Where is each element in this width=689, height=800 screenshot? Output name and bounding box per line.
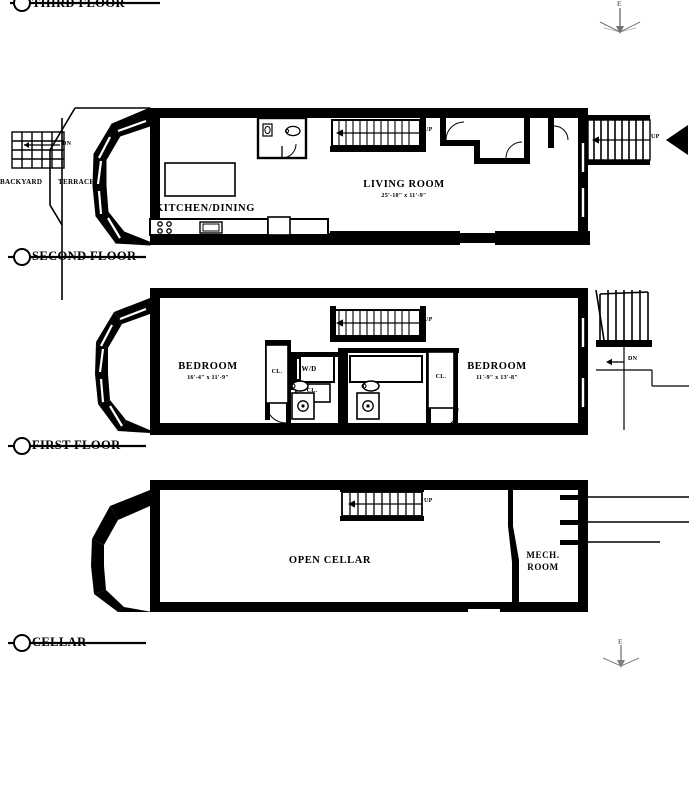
annotation-terrace: TERRACE [58, 178, 95, 186]
compass-top-letter: E [617, 0, 622, 8]
bathtub-right [349, 355, 423, 383]
sink-right [361, 380, 380, 392]
room-dim-living-room: 25'-10" x 11'-9" [381, 192, 427, 199]
room-label-mech-room: MECH.ROOM [526, 549, 559, 573]
second-floor-hall-partitions [440, 118, 554, 164]
dining-table [164, 162, 236, 197]
cellar-plan [91, 480, 689, 612]
entrance-marker [666, 125, 688, 155]
cellar-marker-circle [13, 634, 31, 652]
room-label-kitchen-dining: KITCHEN/DINING [155, 203, 255, 214]
compass-top [599, 8, 641, 34]
second-floor-door-swings [445, 121, 569, 159]
closet-right [427, 351, 455, 409]
closet-left [265, 344, 289, 404]
room-label-bedroom-left: BEDROOM [178, 361, 238, 372]
toilet-right [356, 392, 380, 420]
floor-label-second: SECOND FLOOR [32, 249, 137, 263]
mech-room-text: MECH.ROOM [526, 550, 560, 572]
annotation-backyard: BACKYARD [0, 178, 43, 186]
floor-label-third: THIRD FLOOR [32, 0, 125, 10]
floor-label-cellar: CELLAR [32, 635, 87, 649]
annotation-up-entry: UP [651, 134, 660, 140]
terrace-outline [49, 107, 150, 300]
cellar-stair-up [340, 488, 424, 521]
floor-label-first: FIRST FLOOR [32, 438, 121, 452]
second-floor-bay-windows [96, 119, 147, 239]
compass-bottom [602, 645, 640, 668]
second-floor-stair-up [330, 118, 426, 152]
first-floor-stair-down [595, 289, 689, 430]
annotation-closet-left: CL. [271, 369, 283, 375]
bathtub-left [299, 355, 335, 383]
first-floor-core [265, 340, 459, 429]
third-floor-marker-circle [13, 0, 31, 12]
cellar-mech-partition [508, 490, 588, 602]
room-label-living-room: LIVING ROOM [363, 179, 445, 190]
first-floor-walls [150, 288, 588, 435]
first-floor-bay-windows [98, 307, 147, 427]
sink-left [290, 380, 309, 392]
toilet-left [291, 392, 315, 420]
annotation-up-cellar: UP [424, 498, 433, 504]
annotation-up-first: UP [424, 317, 433, 323]
annotation-washer-dryer: W/D [301, 365, 317, 373]
floor-label-markers [8, 0, 160, 652]
first-floor-marker-circle [13, 437, 31, 455]
annotation-up-second: UP [424, 127, 433, 133]
first-floor-plan [95, 288, 689, 435]
annotation-closet-lower: CL. [306, 388, 318, 394]
kitchen-counter [149, 216, 329, 236]
room-label-open-cellar: OPEN CELLAR [288, 555, 372, 566]
second-floor-powder-room [256, 116, 308, 160]
backyard-stair [11, 131, 65, 169]
first-floor-stair-up [330, 306, 426, 342]
cellar-right-lines [588, 496, 689, 543]
second-floor-plan [11, 107, 688, 300]
compass-bottom-letter: E [618, 638, 623, 646]
annotation-dn-backyard: DN [62, 141, 72, 147]
second-floor-entry-stair [587, 115, 688, 165]
room-dim-bedroom-left: 16'-4" x 11'-9" [187, 374, 229, 381]
room-label-bedroom-right: BEDROOM [467, 361, 527, 372]
cellar-bay [91, 490, 152, 612]
room-dim-bedroom-right: 11'-9" x 13'-8" [476, 374, 518, 381]
annotation-closet-right: CL. [435, 374, 447, 380]
second-floor-marker-circle [13, 248, 31, 266]
annotation-dn-first: DN [628, 356, 638, 362]
